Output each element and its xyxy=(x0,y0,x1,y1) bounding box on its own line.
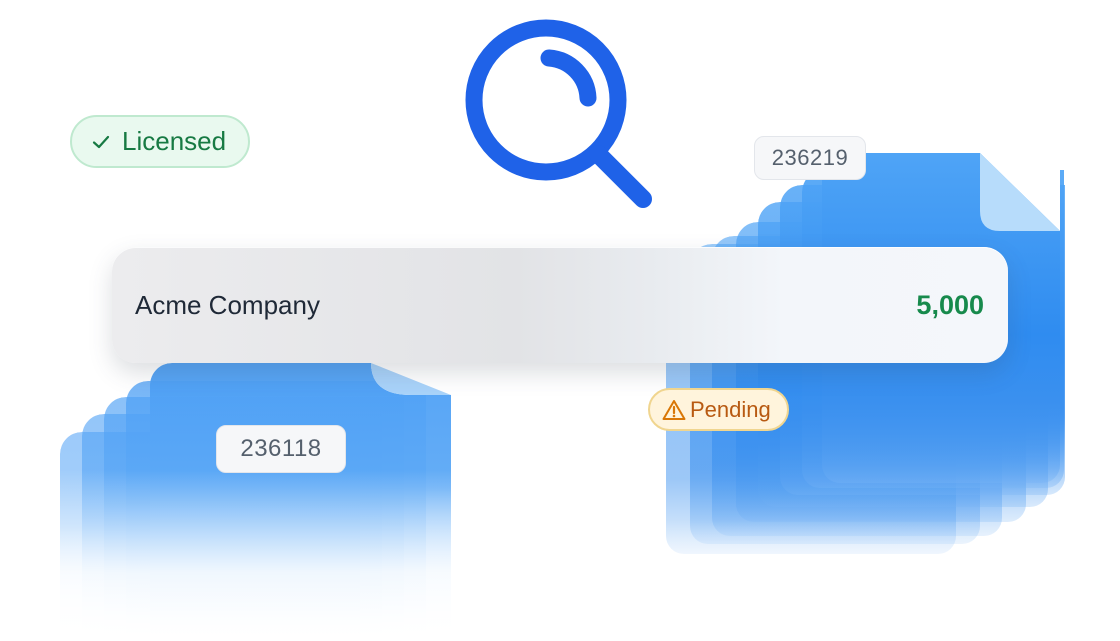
document-id-label: 236219 xyxy=(771,145,849,170)
document-id-chip: 236219 xyxy=(754,136,866,180)
document-id-label: 236118 xyxy=(240,435,322,462)
amount-value: 5,000 xyxy=(916,289,984,320)
search-icon xyxy=(465,19,652,208)
warning-icon xyxy=(662,399,686,420)
company-name: Acme Company xyxy=(135,289,320,320)
document-sheet xyxy=(150,363,451,641)
licensed-label: Licensed xyxy=(122,126,227,156)
check-icon xyxy=(92,135,110,148)
search-result-row[interactable]: Acme Company 5,000 xyxy=(112,247,1008,363)
pending-label: Pending xyxy=(690,396,771,422)
document-id-chip: 236118 xyxy=(216,425,346,473)
pending-badge: Pending xyxy=(648,388,789,431)
licensed-badge: Licensed xyxy=(70,115,251,168)
